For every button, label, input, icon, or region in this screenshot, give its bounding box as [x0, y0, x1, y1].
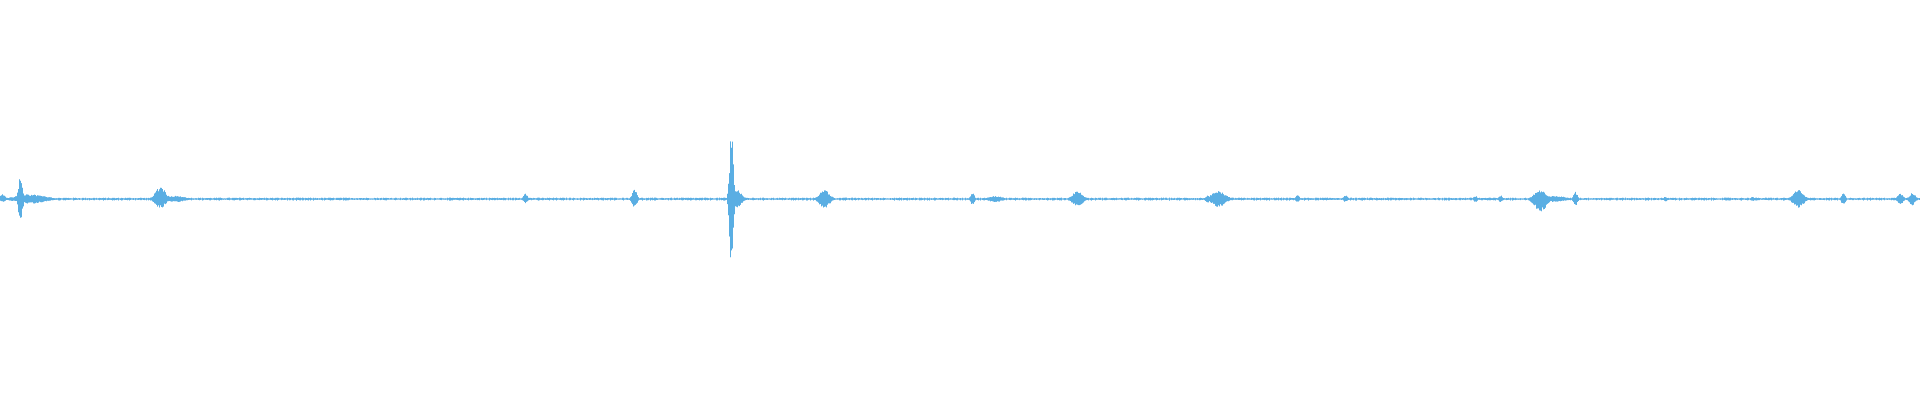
waveform-series	[0, 141, 1920, 258]
